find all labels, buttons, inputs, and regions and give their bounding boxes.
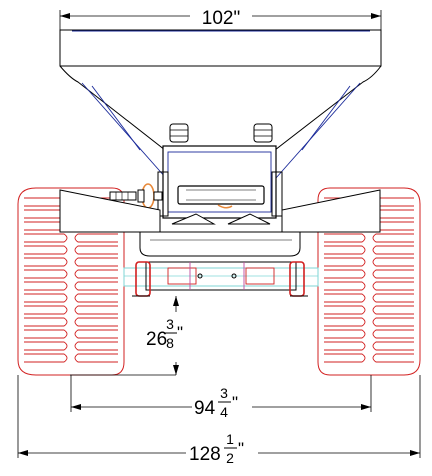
dimension-hopper-width: 102" <box>59 8 382 30</box>
spinner-shaft <box>177 185 265 205</box>
hydraulic-fitting <box>109 183 163 209</box>
spinner-fin-left <box>171 213 216 225</box>
inner-track-width-whole: 94 <box>194 398 216 419</box>
chassis-skirt <box>139 232 301 257</box>
right-track-outline <box>317 187 421 376</box>
deck-plate-right <box>281 189 381 233</box>
hopper-strut-right-2 <box>301 85 351 151</box>
spinner-fin-right <box>227 213 271 225</box>
deflector-indicator <box>217 204 233 209</box>
wheel-hub-right <box>289 261 305 297</box>
spreader-deck <box>59 189 381 233</box>
axle-housing <box>145 261 297 291</box>
hopper-width-label: 102" <box>202 8 240 29</box>
ground-clearance-whole: 26 <box>146 329 167 350</box>
dimension-overall-width: 128 1 2 " <box>17 375 421 466</box>
ground-clearance-denominator: 8 <box>166 335 174 351</box>
inner-track-width-unit: " <box>232 393 238 412</box>
ground-clearance-unit: " <box>177 323 183 342</box>
overall-width-unit: " <box>238 439 244 458</box>
overall-width-whole: 128 <box>189 444 221 465</box>
gearbox-housing <box>162 145 277 219</box>
inner-track-width-denominator: 4 <box>220 404 228 420</box>
motor-left <box>169 123 189 143</box>
overall-width-numerator: 1 <box>226 431 234 447</box>
motor-right <box>253 123 273 143</box>
inner-track-width-numerator: 3 <box>220 385 228 401</box>
dimension-inner-track-width: 94 3 4 " <box>70 375 372 420</box>
ground-clearance-numerator: 3 <box>166 316 174 332</box>
overall-width-denominator: 2 <box>226 450 234 466</box>
wheel-hub-left <box>135 261 151 297</box>
dimension-ground-clearance: 26 3 8 " <box>70 296 183 376</box>
axle-beam <box>123 267 319 287</box>
gearbox-bracket-right <box>271 171 283 217</box>
hopper-strut-left-2 <box>91 85 141 151</box>
undercarriage <box>123 232 319 297</box>
drive-assembly <box>157 123 283 219</box>
hopper-strut-left <box>81 82 167 179</box>
hopper-rim <box>59 29 382 67</box>
hopper-strut-right <box>275 82 361 179</box>
